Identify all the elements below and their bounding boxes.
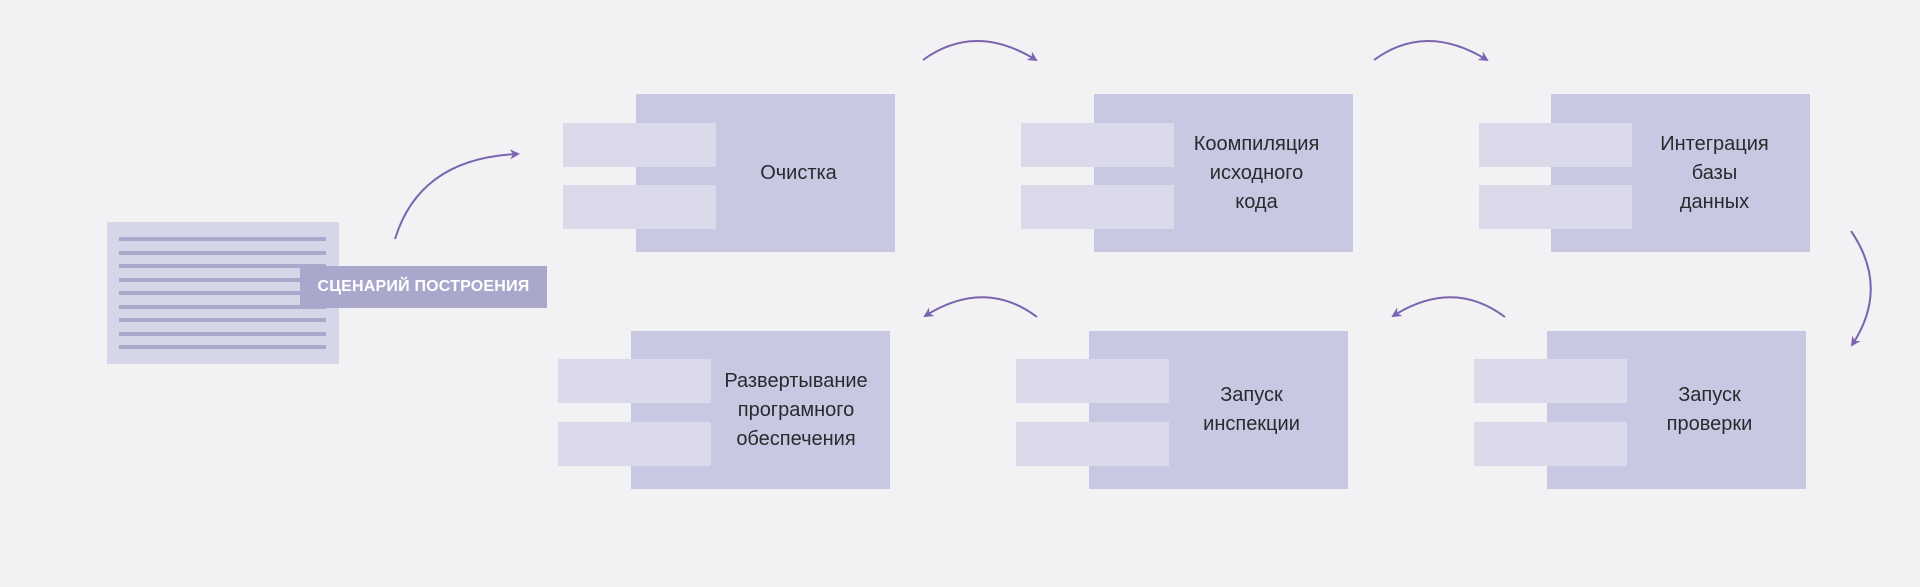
component-tab	[563, 123, 716, 167]
component-tab	[1474, 422, 1627, 466]
doc-line	[119, 264, 326, 268]
doc-line	[119, 345, 326, 349]
doc-line	[119, 332, 326, 336]
step-label: Очистка	[760, 161, 837, 184]
arrow-icon	[1373, 40, 1489, 62]
component-tab	[563, 185, 716, 229]
component-tab	[1021, 185, 1174, 229]
component-tab	[558, 422, 711, 466]
step-label: Запуск проверки	[1666, 384, 1753, 435]
arrow-icon	[1391, 296, 1506, 318]
doc-line	[119, 305, 326, 309]
arrow-icon	[922, 40, 1038, 62]
build-script-label: СЦЕНАРИЙ ПОСТРОЕНИЯ	[300, 266, 547, 308]
arrow-icon	[1850, 230, 1872, 347]
doc-line	[119, 318, 326, 322]
doc-line	[119, 251, 326, 255]
arrow-icon	[394, 149, 520, 240]
doc-line	[119, 237, 326, 241]
component-tab	[1479, 185, 1632, 229]
component-tab	[1021, 123, 1174, 167]
doc-line	[119, 291, 326, 295]
component-tab	[558, 359, 711, 403]
component-tab	[1016, 359, 1169, 403]
component-tab	[1479, 123, 1632, 167]
step-label: Коомпиляция исходного кода	[1193, 132, 1320, 213]
doc-line	[119, 278, 326, 282]
arrow-icon	[923, 296, 1038, 318]
step-label: Интеграция базы данных	[1660, 132, 1769, 213]
step-label: Развертывание програмного обеспечения	[724, 369, 868, 450]
step-label: Запуск инспекции	[1203, 384, 1300, 435]
component-tab	[1016, 422, 1169, 466]
component-tab	[1474, 359, 1627, 403]
